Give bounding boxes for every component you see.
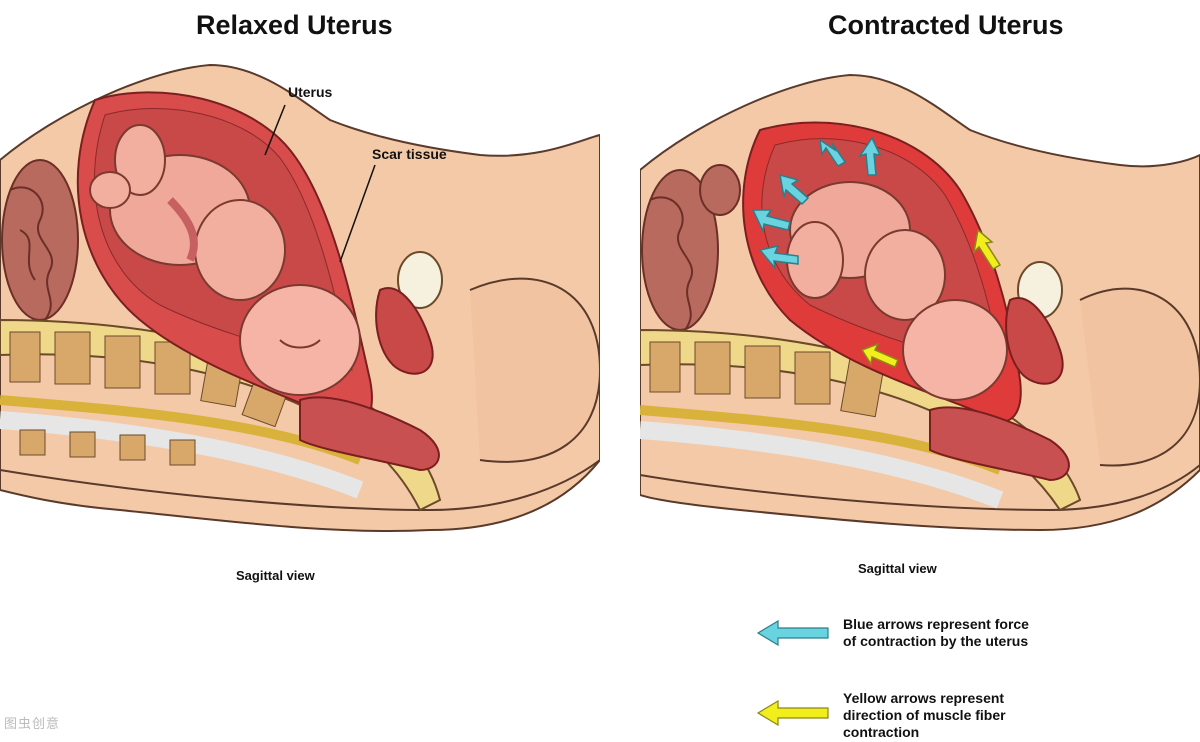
yellow-fiber-arrows [860, 228, 1002, 368]
yellow-arrow-legend-icon [756, 700, 829, 726]
pubic-bone [397, 251, 443, 309]
bladder [375, 287, 434, 375]
fetus [89, 124, 361, 396]
yellow-arrow-legend-text: Yellow arrows represent direction of mus… [843, 690, 1006, 740]
right-title: Contracted Uterus [828, 10, 1064, 40]
scar-tissue-label: Scar tissue [372, 146, 447, 162]
blue-arrow-legend-icon [756, 620, 829, 646]
uterus-label: Uterus [288, 84, 333, 100]
relaxed-uterus-illustration [0, 63, 600, 532]
right-caption: Sagittal view [858, 561, 937, 576]
watermark: 图虫创意 [4, 716, 61, 731]
blue-arrow [779, 173, 810, 206]
rectum [929, 406, 1070, 482]
intestines [641, 164, 741, 331]
blue-arrow [819, 138, 847, 167]
buttock [469, 277, 600, 463]
contracted-uterus-illustration [640, 73, 1200, 532]
blue-arrow [858, 136, 882, 176]
fetus [786, 181, 1008, 401]
left-title: Relaxed Uterus [196, 10, 393, 40]
blue-force-arrows [751, 136, 882, 271]
blue-arrow [758, 244, 799, 271]
spine [640, 328, 1082, 512]
left-caption: Sagittal view [236, 568, 315, 583]
yellow-arrow [860, 342, 899, 368]
blue-arrow [751, 209, 791, 234]
rectum [299, 396, 440, 472]
blue-arrow-legend-text: Blue arrows represent force of contracti… [843, 616, 1029, 649]
buttock [1079, 287, 1200, 467]
bladder [1005, 297, 1064, 385]
intestines [1, 159, 79, 321]
yellow-arrow [972, 228, 1002, 271]
